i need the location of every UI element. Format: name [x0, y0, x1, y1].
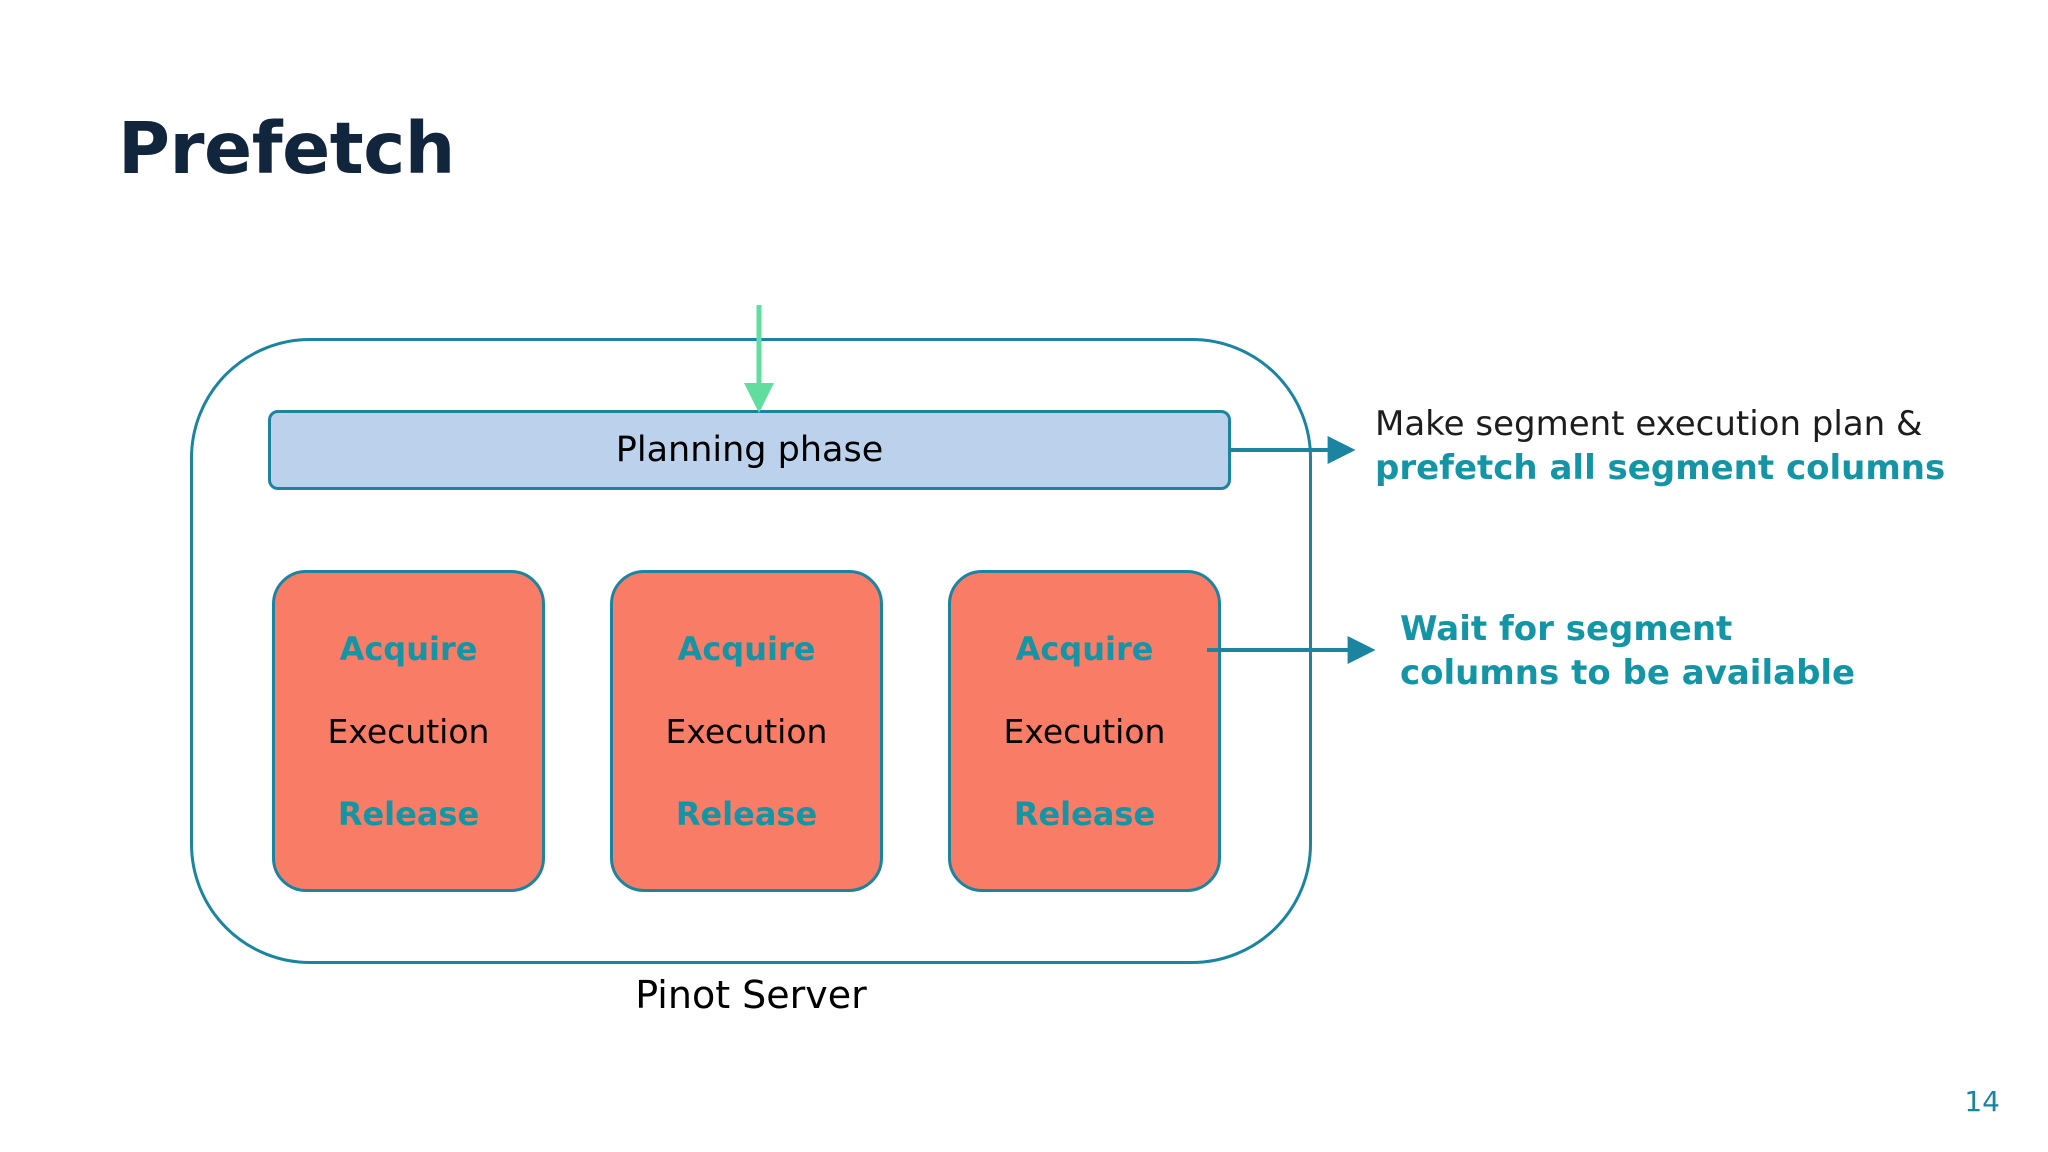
execution-label: Execution — [665, 711, 828, 751]
page-number: 14 — [1964, 1085, 2000, 1118]
planning-phase-box: Planning phase — [268, 410, 1231, 490]
execution-label: Execution — [1003, 711, 1166, 751]
pinot-server-caption: Pinot Server — [635, 973, 867, 1017]
release-label: Release — [1013, 794, 1156, 833]
annotation-wait-for-segment: Wait for segment columns to be available — [1400, 608, 1855, 695]
release-label: Release — [337, 794, 480, 833]
acquire-label: Acquire — [677, 629, 816, 668]
annotation-accent-text: prefetch all segment columns — [1375, 447, 1946, 488]
planning-phase-label: Planning phase — [615, 429, 884, 470]
segment-execution-box-3: Acquire Execution Release — [948, 570, 1221, 892]
acquire-label: Acquire — [339, 629, 478, 668]
annotation-planning-phase: Make segment execution plan & prefetch a… — [1375, 403, 1945, 490]
annotation-accent-line-2: columns to be available — [1400, 652, 1856, 693]
acquire-label: Acquire — [1015, 629, 1154, 668]
segment-execution-box-2: Acquire Execution Release — [610, 570, 883, 892]
page-title: Prefetch — [118, 107, 455, 190]
annotation-accent-line-1: Wait for segment — [1400, 609, 1733, 649]
annotation-plain-text: Make segment execution plan & — [1375, 404, 1923, 444]
segment-execution-box-1: Acquire Execution Release — [272, 570, 545, 892]
execution-label: Execution — [327, 711, 490, 751]
release-label: Release — [675, 794, 818, 833]
